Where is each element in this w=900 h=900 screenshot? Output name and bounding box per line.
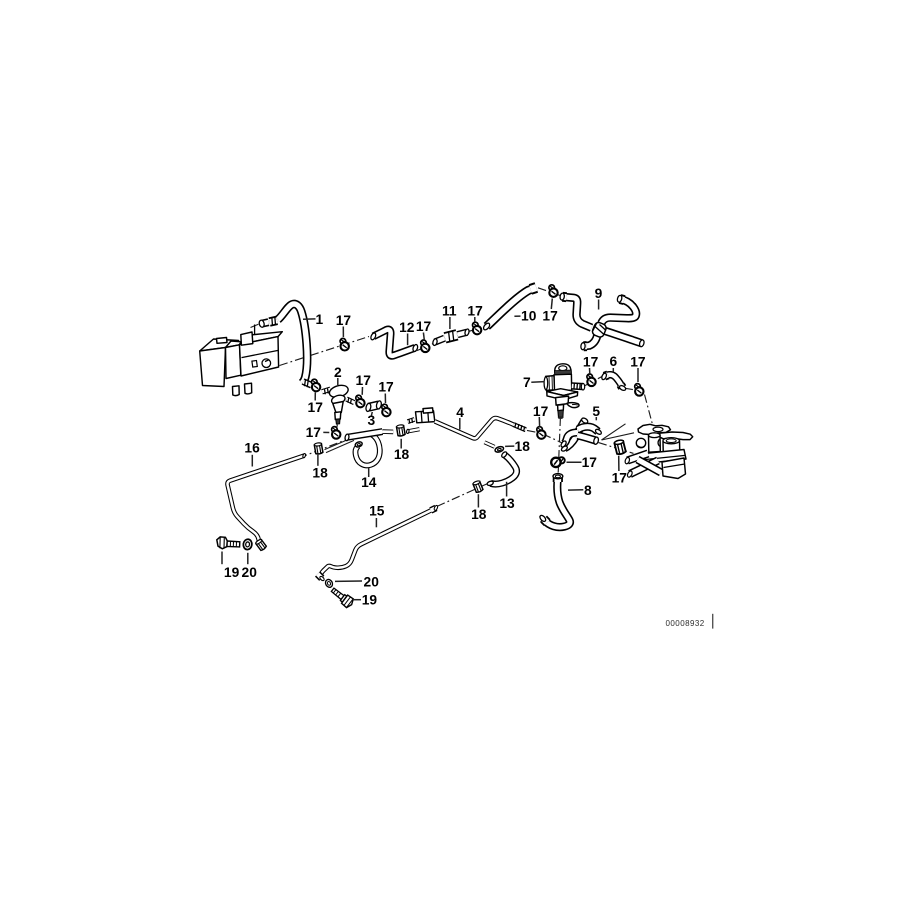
svg-text:5: 5 [592, 404, 600, 419]
svg-text:8: 8 [584, 483, 592, 498]
svg-text:14: 14 [361, 475, 377, 490]
svg-text:17: 17 [630, 355, 646, 370]
svg-text:17: 17 [378, 380, 394, 395]
svg-text:10: 10 [521, 309, 537, 324]
svg-text:17: 17 [356, 373, 372, 388]
svg-text:7: 7 [523, 375, 531, 390]
svg-text:15: 15 [369, 504, 385, 519]
svg-text:17: 17 [467, 304, 483, 319]
svg-text:17: 17 [533, 404, 549, 419]
svg-text:17: 17 [612, 471, 628, 486]
svg-text:12: 12 [399, 320, 415, 335]
svg-text:17: 17 [542, 309, 558, 324]
svg-text:00008932: 00008932 [666, 619, 705, 628]
svg-text:19: 19 [362, 593, 378, 608]
svg-text:11: 11 [442, 304, 457, 319]
svg-text:13: 13 [499, 496, 515, 511]
svg-text:17: 17 [306, 425, 322, 440]
svg-text:16: 16 [244, 441, 260, 456]
svg-text:3: 3 [367, 413, 375, 428]
svg-text:17: 17 [583, 355, 599, 370]
svg-text:17: 17 [582, 455, 598, 470]
svg-text:18: 18 [515, 439, 531, 454]
svg-text:9: 9 [595, 286, 603, 301]
svg-text:17: 17 [308, 400, 324, 415]
svg-text:20: 20 [242, 565, 258, 580]
svg-text:6: 6 [610, 354, 618, 369]
svg-text:4: 4 [456, 405, 464, 420]
svg-text:18: 18 [471, 507, 487, 522]
svg-text:17: 17 [336, 313, 352, 328]
svg-text:20: 20 [364, 575, 380, 590]
svg-text:1: 1 [315, 312, 323, 327]
svg-text:2: 2 [334, 365, 342, 380]
svg-text:17: 17 [416, 319, 432, 334]
svg-text:18: 18 [312, 466, 328, 481]
svg-text:19: 19 [224, 565, 240, 580]
svg-text:18: 18 [394, 447, 410, 462]
